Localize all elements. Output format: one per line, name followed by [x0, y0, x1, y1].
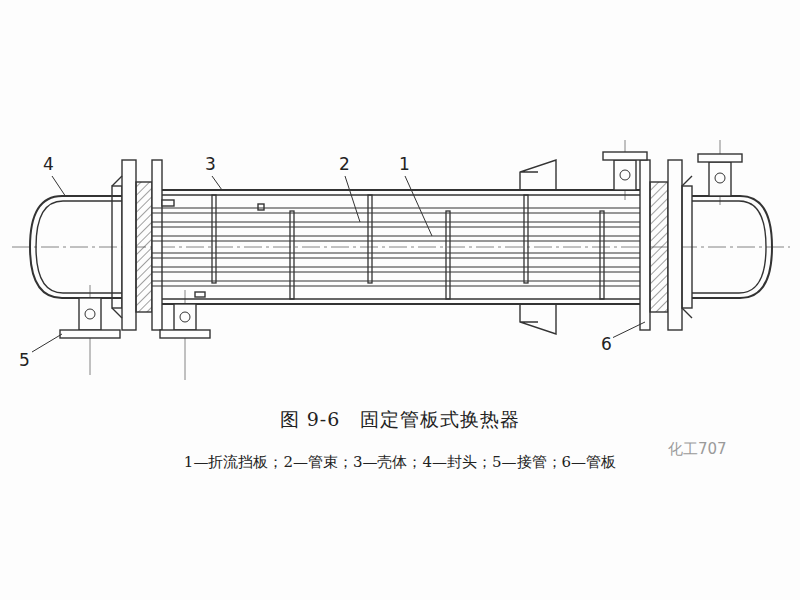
callout-number: 3: [204, 154, 217, 174]
watermark: 化工707: [668, 440, 727, 458]
figure-caption: 1—折流挡板；2—管束；3—壳体；4—封头；5—接管；6—管板: [184, 453, 616, 471]
callout-number: 5: [18, 350, 31, 370]
callout-number: 4: [42, 154, 55, 174]
callout-number: 1: [398, 154, 411, 174]
figure-title: 图 9-6 固定管板式换热器: [280, 408, 521, 431]
callout-number: 6: [600, 334, 613, 354]
callout-number: 2: [338, 154, 351, 174]
